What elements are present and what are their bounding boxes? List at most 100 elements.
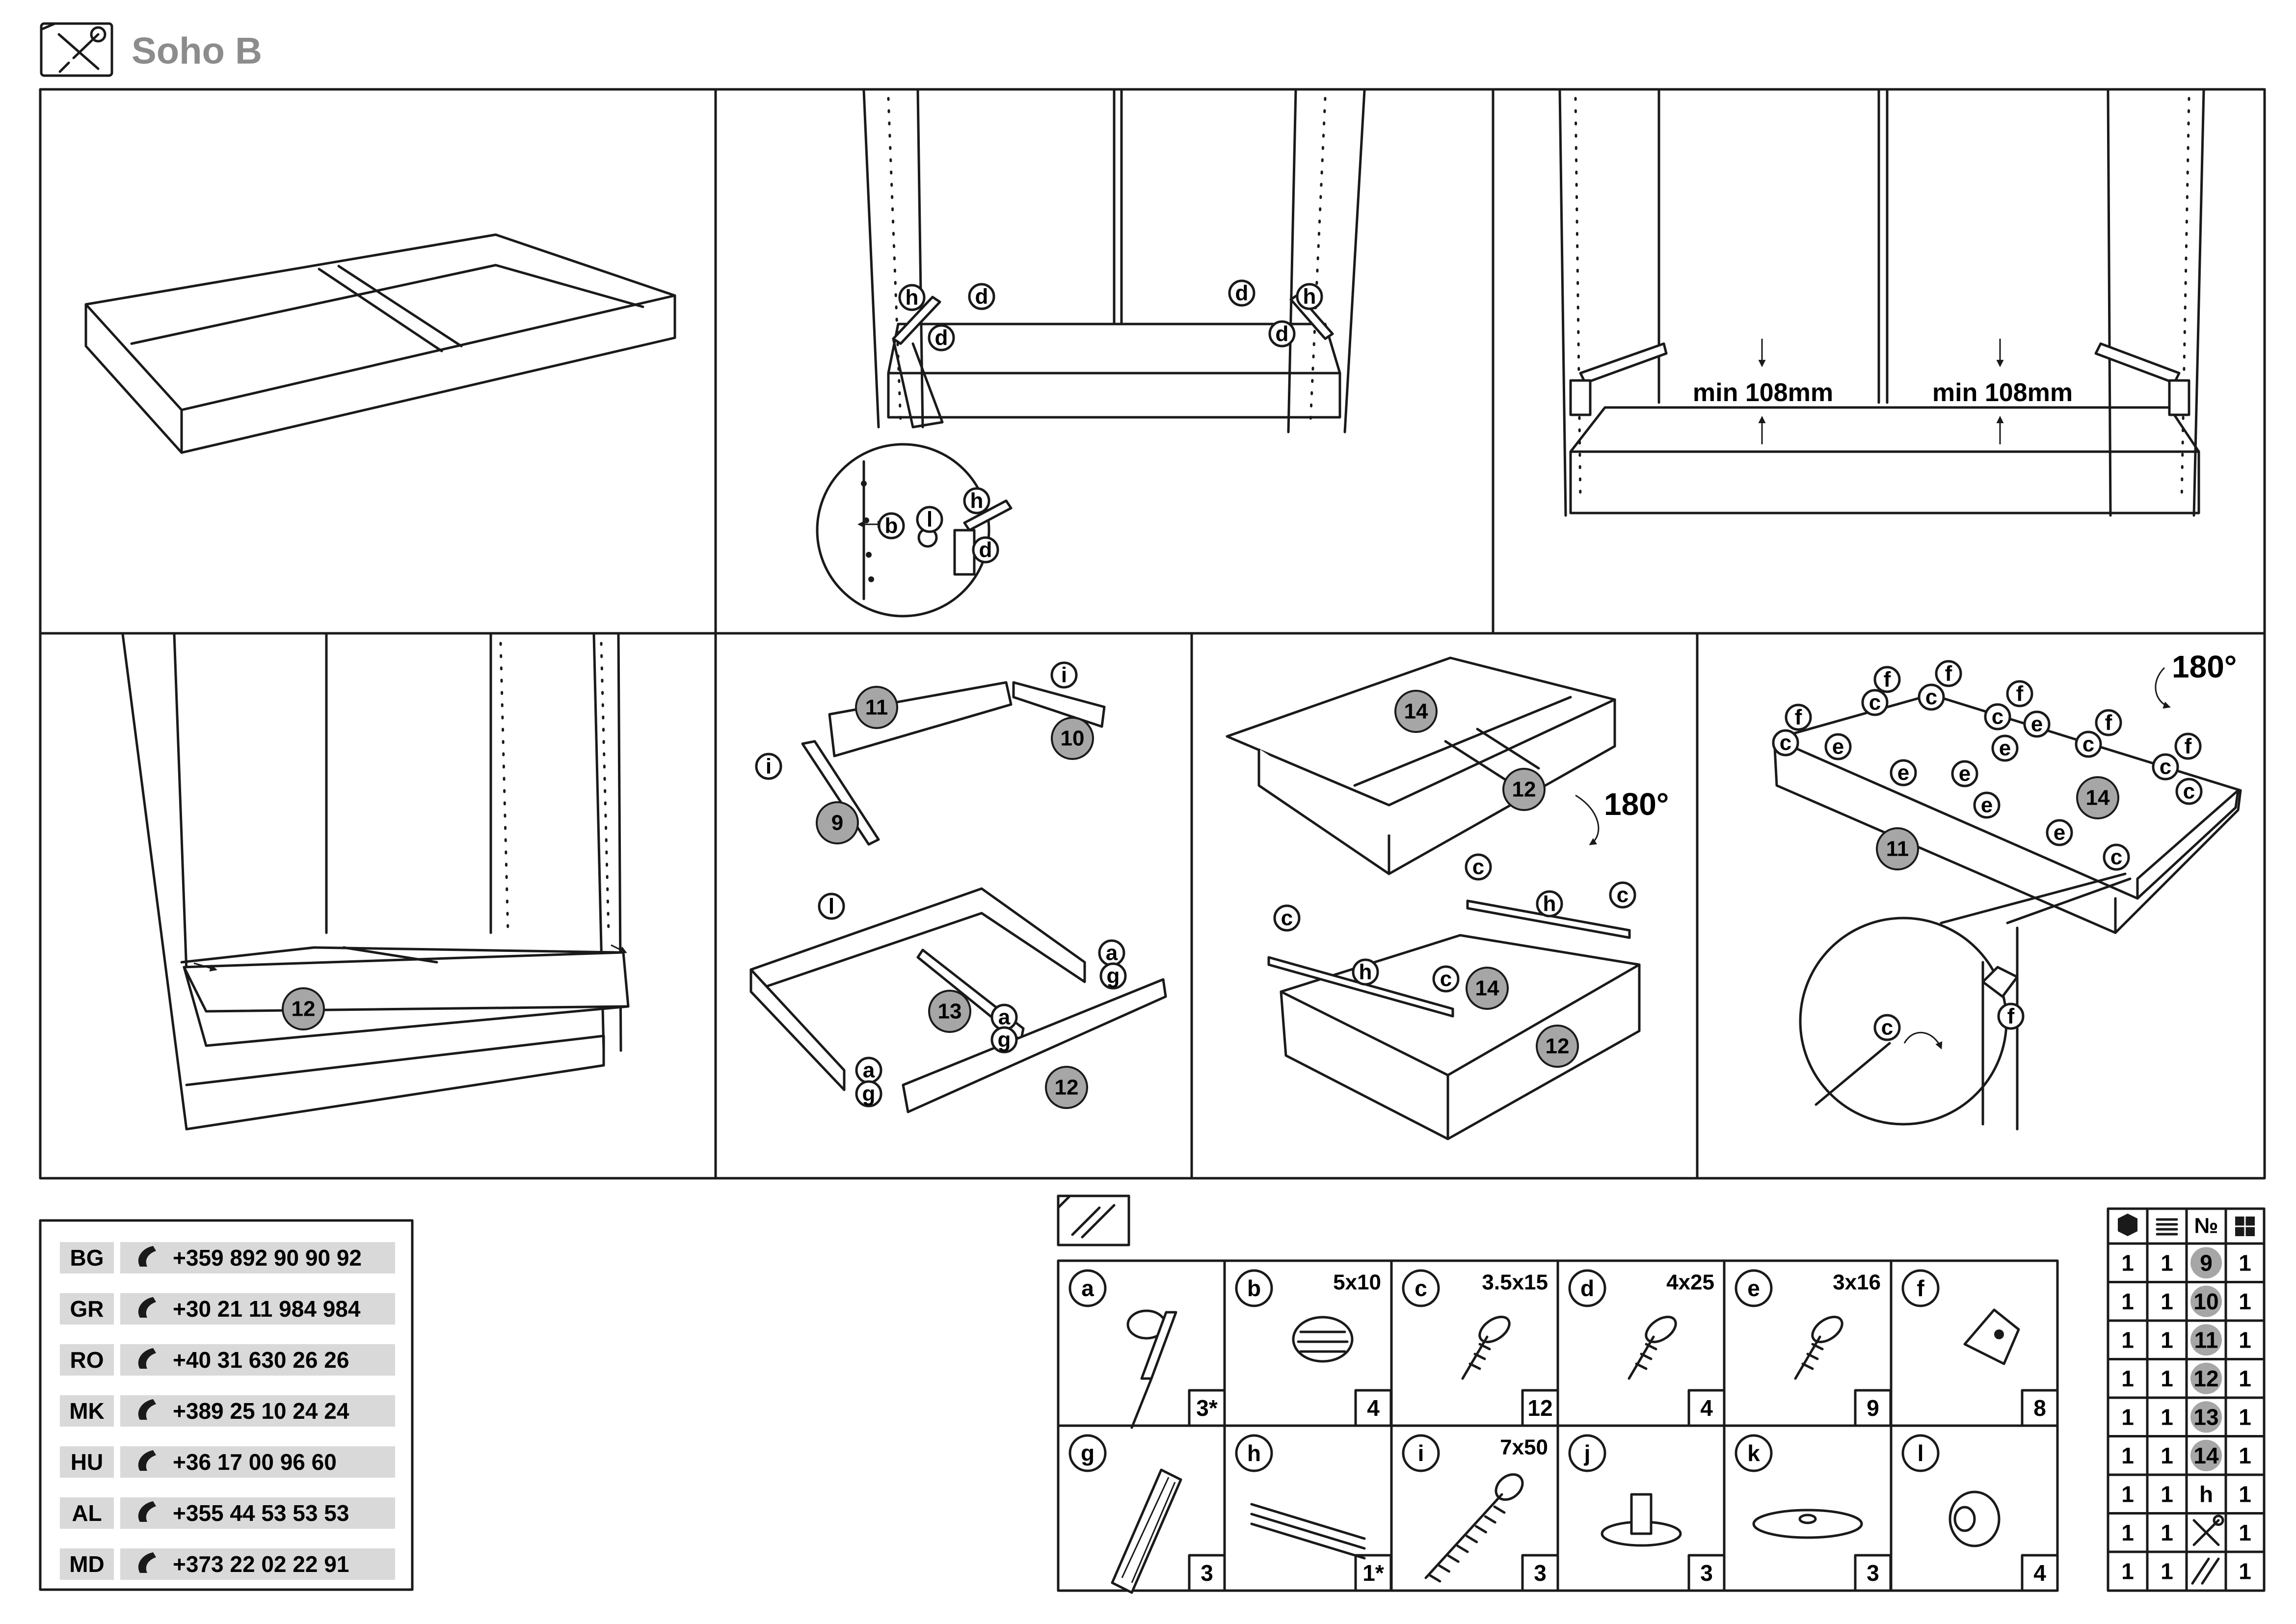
part-number: 11 xyxy=(2194,1327,2218,1353)
qty-value: 1 xyxy=(2239,1404,2251,1430)
hardware-letter: g xyxy=(1081,1440,1095,1466)
count-value: 1 xyxy=(2161,1289,2173,1314)
confirmat-screw-icon xyxy=(1424,1473,1524,1583)
svg-text:a: a xyxy=(863,1058,875,1083)
hardware-qty: 4 xyxy=(1367,1395,1380,1421)
qty-value: 1 xyxy=(2239,1289,2251,1314)
svg-text:c: c xyxy=(2110,845,2122,869)
phone-number: +373 22 02 22 91 xyxy=(173,1551,349,1577)
part-number: 13 xyxy=(2193,1404,2218,1430)
count-value: 1 xyxy=(2161,1404,2173,1430)
qty-value: 1 xyxy=(2239,1327,2251,1353)
hardware-qty: 8 xyxy=(2033,1395,2046,1421)
screw-icon xyxy=(1461,1316,1511,1380)
hardware-cell-f: f8 xyxy=(1901,1269,2059,1427)
phone-icon xyxy=(138,1399,156,1420)
count-value: 1 xyxy=(2161,1558,2173,1584)
phone-row: RO+40 31 630 26 26 xyxy=(60,1344,395,1376)
svg-text:c: c xyxy=(1925,685,1937,709)
hardware-qty: 3* xyxy=(1196,1395,1218,1421)
svg-text:g: g xyxy=(998,1028,1011,1052)
spacer-icon xyxy=(1949,1490,2001,1547)
phone-number: +389 25 10 24 24 xyxy=(173,1398,349,1424)
hardware-cell-d: d 4x25 4 xyxy=(1568,1269,1726,1427)
hardware-size: 5x10 xyxy=(1333,1271,1381,1295)
corner-bracket-icon xyxy=(1963,1308,2020,1365)
country-code: HU xyxy=(71,1449,103,1475)
boxes-value: 1 xyxy=(2121,1558,2134,1584)
svg-text:f: f xyxy=(2016,682,2024,706)
svg-text:c: c xyxy=(1617,883,1629,907)
box-icon xyxy=(2118,1214,2137,1236)
qty-value: 1 xyxy=(2239,1558,2251,1584)
count-value: 1 xyxy=(2161,1366,2173,1391)
drawer-runner-icon xyxy=(1250,1503,1366,1560)
svg-text:c: c xyxy=(1780,731,1791,755)
svg-text:d: d xyxy=(975,285,988,309)
phone-icon xyxy=(138,1501,156,1522)
step-4-insert-drawer: 12 xyxy=(121,633,630,1131)
hardware-qty: 4 xyxy=(2033,1560,2046,1586)
hardware-size: 3.5x15 xyxy=(1482,1271,1548,1295)
hardware-qty: 3 xyxy=(1700,1560,1713,1586)
svg-text:c: c xyxy=(2082,732,2094,757)
svg-text:c: c xyxy=(2183,780,2195,804)
phone-row: HU+36 17 00 96 60 xyxy=(60,1446,395,1478)
svg-text:13: 13 xyxy=(938,1000,962,1024)
boxes-value: 1 xyxy=(2121,1289,2134,1314)
hardware-qty: 4 xyxy=(1700,1395,1713,1421)
svg-text:12: 12 xyxy=(292,997,316,1021)
svg-text:c: c xyxy=(1881,1016,1893,1040)
hardware-letter: d xyxy=(1580,1275,1594,1301)
hardware-icon xyxy=(2191,1557,2220,1585)
hardware-letter: a xyxy=(1081,1275,1094,1301)
hardware-size: 4x25 xyxy=(1666,1271,1714,1295)
qty-value: 1 xyxy=(2239,1366,2251,1391)
hardware-letter: k xyxy=(1747,1440,1760,1466)
part-number: 12 xyxy=(2193,1366,2218,1391)
rotate-180-label-1: 180° xyxy=(1604,786,1669,822)
phone-row: AL+355 44 53 53 53 xyxy=(60,1497,395,1529)
hardware-letter: l xyxy=(1918,1440,1924,1466)
qty-value: 1 xyxy=(2239,1481,2251,1507)
parts-table xyxy=(2107,1207,2266,1592)
hardware-cell-h: h1* xyxy=(1235,1434,1392,1592)
boxes-value: 1 xyxy=(2121,1327,2134,1353)
phone-number: +359 892 90 90 92 xyxy=(173,1245,362,1271)
phone-icon xyxy=(138,1450,156,1471)
svg-text:c: c xyxy=(1992,705,2003,729)
tools-icon xyxy=(40,22,113,77)
phone-icon xyxy=(138,1246,156,1267)
svg-text:f: f xyxy=(2105,711,2112,735)
svg-text:i: i xyxy=(1061,663,1067,687)
svg-text:e: e xyxy=(2031,712,2043,736)
svg-text:f: f xyxy=(2007,1004,2015,1029)
svg-text:g: g xyxy=(862,1082,876,1106)
hardware-letter: h xyxy=(1247,1440,1261,1466)
rotate-180-label-2: 180° xyxy=(2172,649,2237,684)
hardware-size: 7x50 xyxy=(1500,1435,1548,1460)
number-sign-header: № xyxy=(2194,1214,2218,1238)
insert-icon xyxy=(1292,1316,1354,1363)
svg-text:a: a xyxy=(998,1005,1011,1029)
svg-text:b: b xyxy=(885,514,898,538)
svg-text:h: h xyxy=(970,489,984,513)
hardware-qty: 9 xyxy=(1867,1395,1879,1421)
phone-row: GR+30 21 11 984 984 xyxy=(60,1293,395,1325)
svg-text:e: e xyxy=(1999,736,2011,760)
count-value: 1 xyxy=(2161,1520,2173,1545)
boxes-value: 1 xyxy=(2121,1481,2134,1507)
phone-icon xyxy=(138,1348,156,1369)
phone-number: +40 31 630 26 26 xyxy=(173,1347,349,1373)
svg-text:12: 12 xyxy=(1546,1034,1570,1058)
qty-value: 1 xyxy=(2239,1443,2251,1468)
hardware-icon xyxy=(1057,1194,1130,1246)
part-number: 9 xyxy=(2200,1250,2213,1275)
svg-text:12: 12 xyxy=(1512,778,1536,802)
clearance-label-left: min 108mm xyxy=(1693,379,1833,407)
